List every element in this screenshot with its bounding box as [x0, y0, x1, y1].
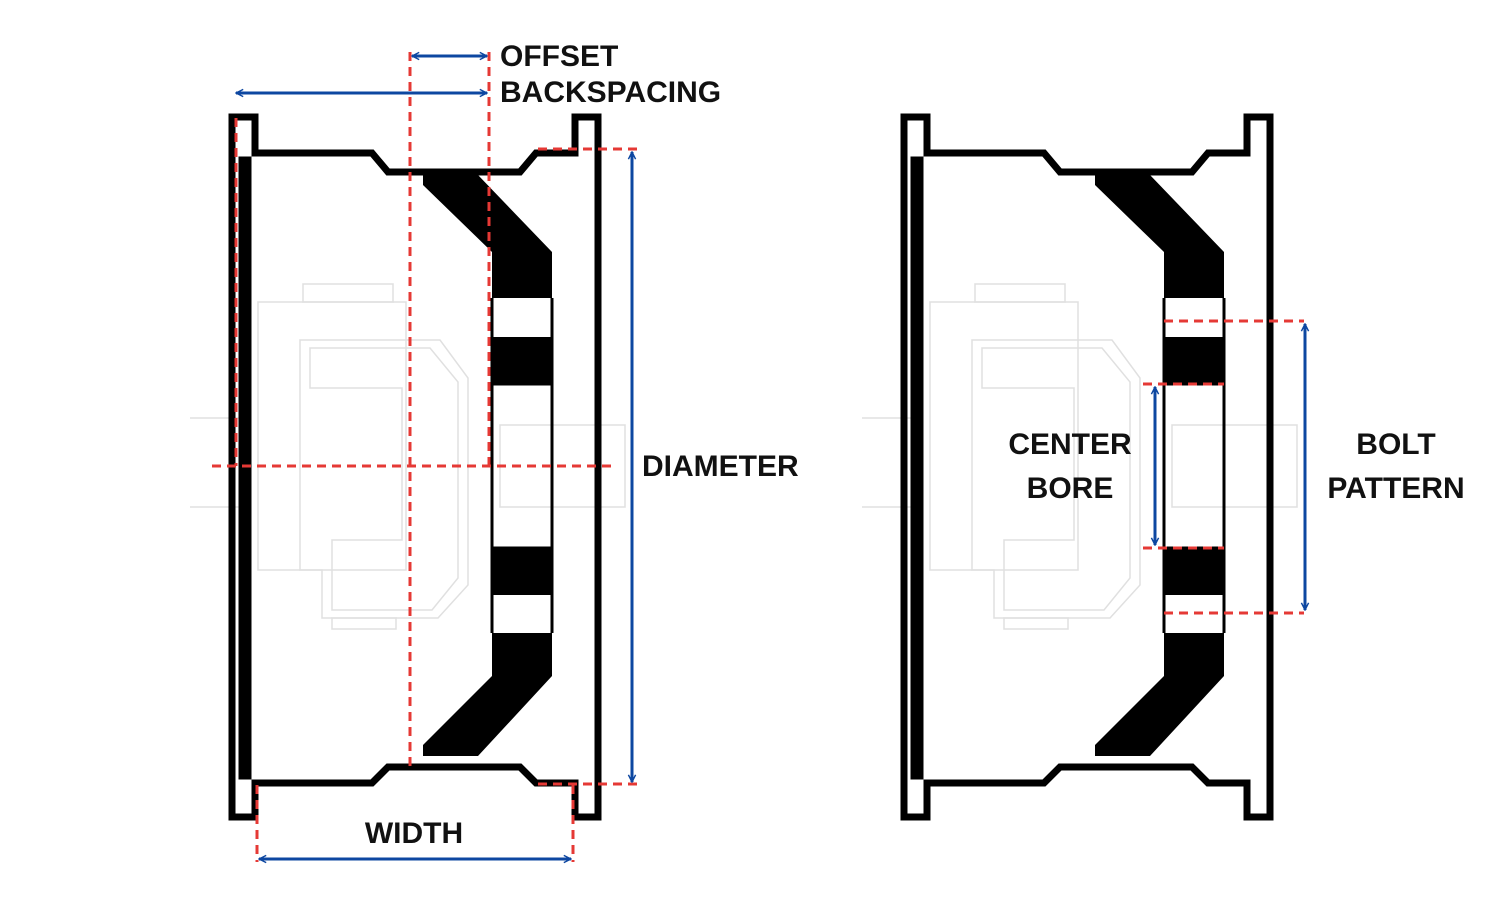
width-label: WIDTH	[364, 817, 464, 850]
left-dimension-arrows	[236, 56, 632, 859]
right-rim	[904, 117, 1270, 817]
backspacing-label: BACKSPACING	[500, 76, 722, 109]
left-reference-lines	[212, 52, 642, 862]
bolt-pattern-label-line2: PATTERN	[1327, 472, 1465, 505]
center-bore-label-line1: CENTER	[1008, 428, 1132, 461]
diameter-label: DIAMETER	[642, 450, 799, 483]
left-wheel	[189, 52, 642, 862]
center-bore-label-line2: BORE	[1026, 472, 1114, 505]
right-reference-lines	[1143, 319, 1304, 615]
offset-label: OFFSET	[500, 40, 619, 73]
bolt-pattern-label-line1: BOLT	[1356, 428, 1436, 461]
left-hub-ghost	[189, 283, 626, 630]
right-wheel	[861, 117, 1305, 817]
right-dimension-arrows	[1155, 324, 1305, 610]
